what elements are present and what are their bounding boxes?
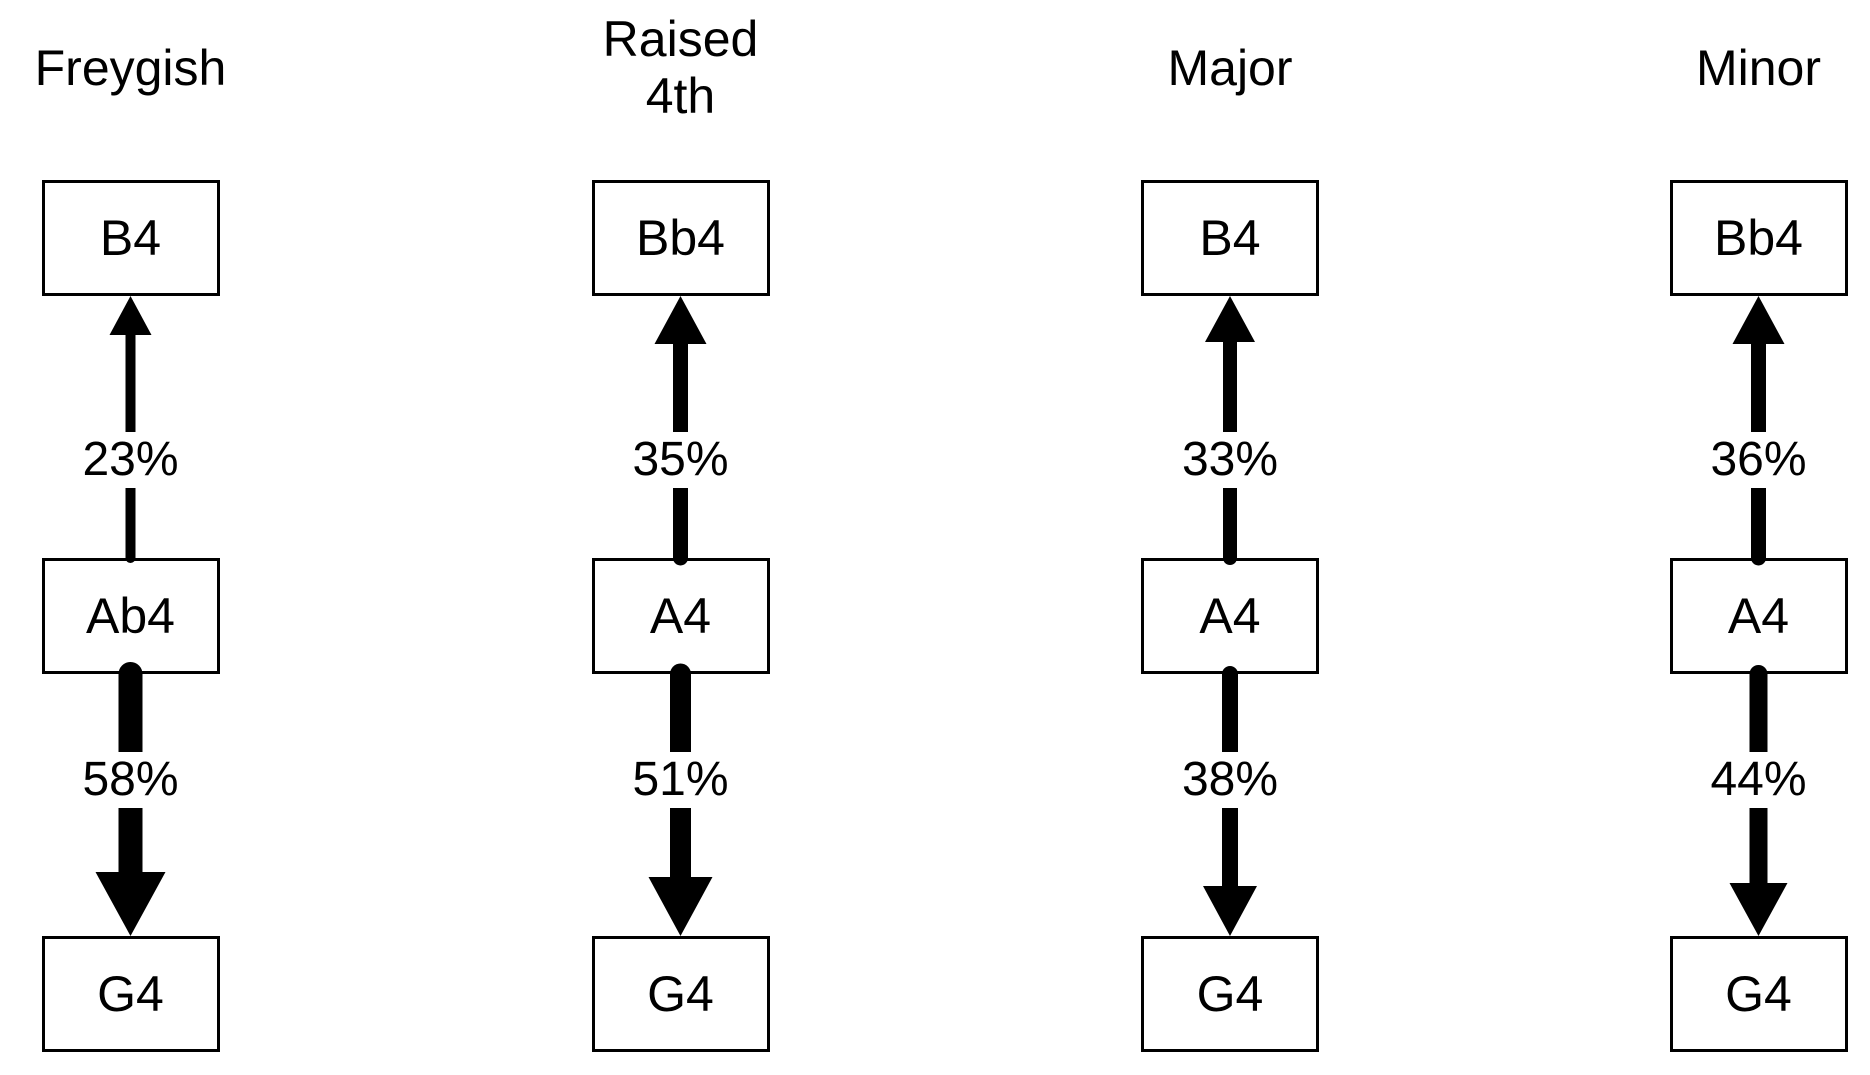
node-label: A4 [649, 588, 712, 644]
node-box-middle: A4 [1141, 558, 1319, 674]
column-major: Major B4 A4 G4 [1080, 0, 1380, 1075]
column-title: Minor [1695, 39, 1822, 96]
down-arrow-minor-head [1729, 883, 1788, 936]
down-arrow-major-head [1203, 886, 1257, 936]
node-label: A4 [1727, 588, 1790, 644]
column-freygish: Freygish B4 Ab4 G4 [0, 0, 281, 1075]
node-label: A4 [1199, 588, 1261, 644]
node-label: B4 [99, 210, 162, 266]
node-label: Bb4 [636, 210, 725, 266]
node-box-top: B4 [41, 180, 220, 296]
node-label: G4 [1725, 966, 1792, 1022]
node-label: Ab4 [86, 588, 175, 644]
down-arrow-raised-4th-head [648, 877, 713, 936]
node-label: G4 [647, 966, 714, 1022]
up-arrow-raised-4th-head [654, 296, 707, 344]
column-title: Major [1167, 39, 1293, 96]
column-title: Freygish [34, 39, 227, 96]
column-title: Raised 4th [602, 11, 759, 124]
node-label: G4 [1196, 966, 1264, 1022]
up-arrow-freygish-head [109, 296, 152, 335]
column-raised-4th: Raised 4th Bb4 A4 G4 [531, 0, 831, 1075]
node-box-middle: A4 [591, 558, 770, 674]
up-arrow-major-head [1205, 296, 1255, 342]
node-box-bottom: G4 [1141, 936, 1319, 1052]
node-label: B4 [1199, 210, 1261, 266]
up-arrow-minor-head [1732, 296, 1785, 344]
column-minor: Minor Bb4 A4 G4 [1609, 0, 1870, 1075]
node-label: G4 [97, 966, 164, 1022]
node-box-bottom: G4 [1669, 936, 1848, 1052]
node-box-bottom: G4 [591, 936, 770, 1052]
node-box-top: Bb4 [1669, 180, 1848, 296]
node-label: Bb4 [1714, 210, 1803, 266]
down-arrow-freygish-head [95, 872, 166, 936]
node-box-bottom: G4 [41, 936, 220, 1052]
node-box-top: Bb4 [591, 180, 770, 296]
node-box-top: B4 [1141, 180, 1319, 296]
